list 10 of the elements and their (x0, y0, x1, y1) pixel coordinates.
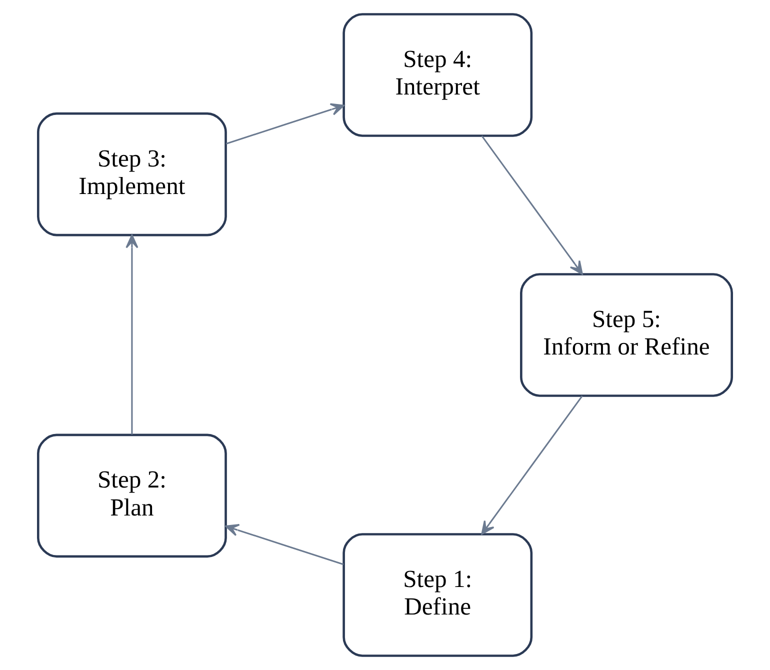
node-box: Step 4: Interpret (342, 13, 533, 137)
node-box: Step 2: Plan (37, 434, 227, 558)
node-box: Step 3: Implement (37, 112, 227, 236)
arrow (481, 396, 583, 535)
node-box: Step 5: Inform or Refine (520, 273, 733, 397)
arrow (126, 234, 138, 434)
node-box: Step 1: Define (342, 533, 533, 657)
arrow (481, 136, 583, 275)
arrow (225, 524, 344, 566)
arrow (226, 103, 344, 144)
